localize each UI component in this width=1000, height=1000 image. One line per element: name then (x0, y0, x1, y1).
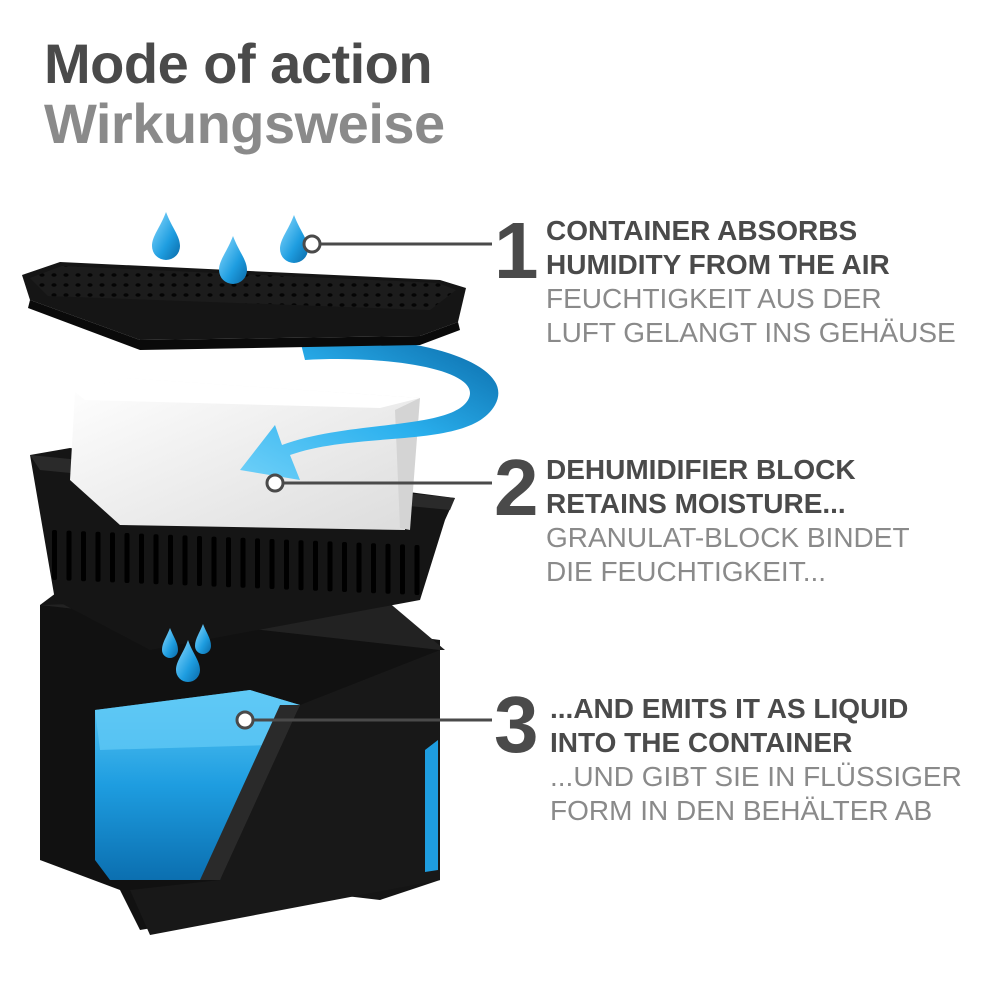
basket-slot (342, 542, 347, 592)
step-2-german-line2: DIE FEUCHTIGKEIT... (546, 556, 827, 587)
drops-falling (162, 624, 211, 682)
basket-slot (182, 535, 188, 586)
title-block: Mode of action Wirkungsweise (44, 34, 445, 154)
basket-slot (327, 541, 333, 592)
step-2-text: DEHUMIDIFIER BLOCK RETAINS MOISTURE... G… (546, 453, 910, 589)
step-1-german-line1: FEUCHTIGKEIT AUS DER (546, 283, 882, 314)
basket-slot (197, 536, 202, 586)
basket-slot (356, 542, 362, 593)
basket-slot (414, 545, 420, 595)
basket-slot (168, 534, 173, 585)
step-2-english-line2: RETAINS MOISTURE... (546, 488, 846, 519)
basket-slot (52, 530, 57, 580)
basket-slot (110, 532, 115, 583)
water-drop-icon (219, 236, 247, 284)
basket-slot (371, 543, 376, 594)
step-2-number: 2 (494, 443, 539, 532)
basket-slot (284, 539, 289, 590)
step-1-text: CONTAINER ABSORBS HUMIDITY FROM THE AIR … (546, 214, 956, 350)
basket-slot (298, 540, 304, 591)
step-3-text: ...AND EMITS IT AS LIQUID INTO THE CONTA… (550, 692, 962, 828)
water-drop-icon (152, 212, 180, 260)
basket-slot (66, 530, 72, 581)
container-box (40, 590, 445, 935)
granulate-block (70, 378, 420, 530)
basket-slot (95, 531, 101, 582)
basket-slot (400, 544, 405, 595)
basket-slot (81, 531, 86, 582)
callout-1 (302, 234, 492, 254)
basket-slot (385, 543, 391, 594)
water-drop-icon (162, 628, 178, 658)
basket-slot (226, 537, 231, 588)
step-3-english-line1: ...AND EMITS IT AS LIQUID (550, 693, 909, 724)
basket-slots (52, 530, 420, 595)
step-1-english-line1: CONTAINER ABSORBS (546, 215, 858, 246)
basket-slot (153, 534, 159, 585)
step-3-number: 3 (494, 680, 539, 769)
step-3-german-line2: FORM IN DEN BEHÄLTER AB (550, 795, 933, 826)
step-3-german-line1: ...UND GIBT SIE IN FLÜSSIGER (550, 761, 962, 792)
callout-3 (235, 710, 492, 730)
title-german: Wirkungsweise (44, 92, 445, 155)
lid (22, 262, 466, 350)
airflow-arrow (240, 338, 499, 480)
step-1-german-line2: LUFT GELANGT INS GEHÄUSE (546, 317, 956, 348)
title-english: Mode of action (44, 32, 433, 95)
step-1-english-line2: HUMIDITY FROM THE AIR (546, 249, 890, 280)
basket-slot (211, 536, 217, 587)
basket-slot (313, 540, 318, 591)
callout-2 (265, 473, 492, 493)
water-drop-icon (195, 624, 211, 654)
basket-slot (240, 537, 246, 588)
step-1-number: 1 (494, 206, 539, 295)
basket-slot (269, 539, 275, 589)
drops-top (152, 212, 308, 284)
basket-slot (139, 533, 144, 584)
water-drop-icon (280, 215, 308, 263)
step-3-english-line2: INTO THE CONTAINER (550, 727, 853, 758)
basket-slot (124, 533, 130, 583)
step-2-german-line1: GRANULAT-BLOCK BINDET (546, 522, 910, 553)
water-drop-icon (176, 640, 200, 682)
step-2-english-line1: DEHUMIDIFIER BLOCK (546, 454, 856, 485)
basket-slot (255, 538, 260, 589)
